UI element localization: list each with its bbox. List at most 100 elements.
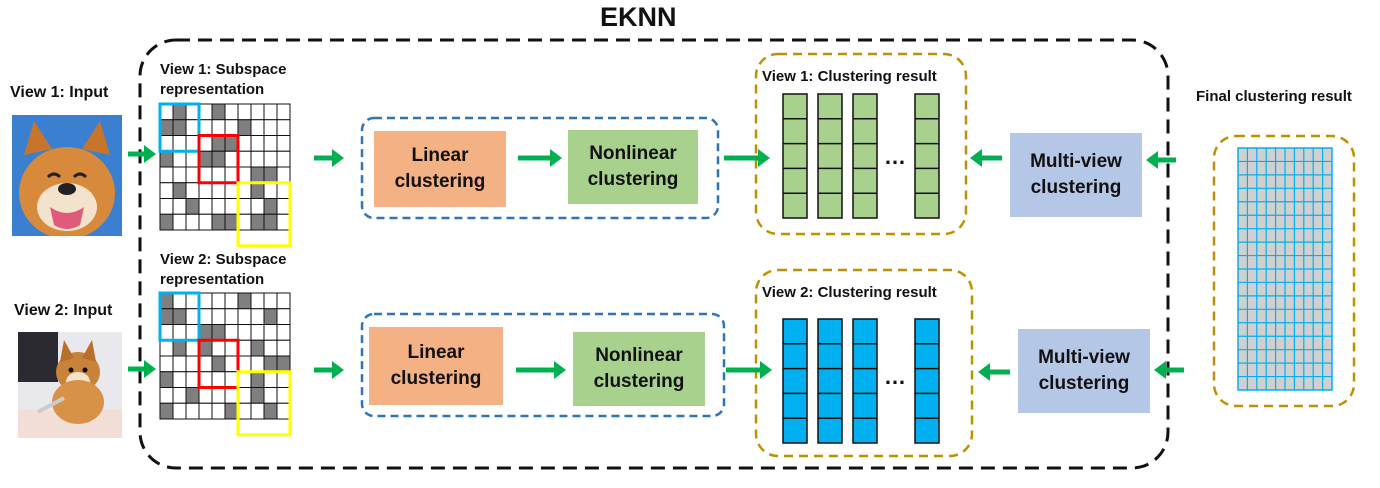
view1-subspace-matrix-cell [276,119,291,136]
view2-subspace-matrix-cell [250,371,265,388]
view1-multiview-clustering-box: Multi-view clustering [1010,133,1142,217]
view2-subspace-matrix-cell [198,371,213,388]
view1-subspace-matrix-cell [263,166,278,184]
view2-subspace-matrix-cell [159,387,174,404]
view1-subspace-matrix-cell [237,198,252,215]
view1-subspace-matrix-cell [159,135,174,152]
view2-subspace-matrix-cell [159,324,174,341]
view1-subspace-matrix-cell [159,150,174,168]
view2-result-frame [754,268,974,458]
view2-input-arrow-head [144,360,156,378]
view1-matrix-arrow-head [332,149,344,167]
view2-subspace-matrix-cell [185,355,200,373]
view2-subspace-matrix-cell [276,324,291,341]
view2-subspace-matrix-cell [185,371,200,388]
view1-subspace-matrix-cell [276,166,291,184]
view1-subspace-matrix-highlight-yellow [236,181,292,248]
view2-subspace-matrix-cell [250,355,265,373]
view2-subspace-matrix-cell [224,339,239,357]
view2-result-arrow-head [760,361,772,379]
view2-subspace-matrix-cell [198,324,213,341]
view1-subspace-matrix-cell [263,135,278,152]
view1-subspace-matrix-cell [198,182,213,199]
view1-subspace-matrix-cell [211,119,226,136]
view1-result-bar [852,93,878,219]
view1-subspace-matrix-cell [276,150,291,168]
view1-result-frame [754,52,968,236]
view1-subspace-matrix-cell [237,103,252,121]
view2-subspace-matrix-cell [172,339,187,357]
view2-final-arrow-head [1154,361,1166,379]
view1-subspace-matrix-cell [263,198,278,215]
view1-subspace-matrix-cell [198,103,213,121]
view2-multiview-arrow-head [978,363,990,381]
view1-ellipsis: … [884,144,906,169]
view2-subspace-matrix-cell [198,387,213,404]
view1-subspace-matrix-cell [172,150,187,168]
view2-subspace-matrix-cell [185,308,200,325]
view1-subspace-matrix-cell [263,150,278,168]
view2-subspace-matrix-cell [224,324,239,341]
view2-subspace-matrix-highlight-red [197,338,240,389]
view2-subspace-matrix-cell [224,308,239,325]
view2-subspace-matrix-cell [198,308,213,325]
view1-subspace-matrix-cell [172,198,187,215]
view1-subspace-matrix-cell [237,150,252,168]
view1-subspace-matrix-cell [159,166,174,184]
view2-subspace-matrix-cell [250,387,265,404]
view2-subspace-matrix-cell [224,387,239,404]
view1-subspace-matrix-cell [250,182,265,199]
view1-final-arrow-head [1146,151,1158,169]
view1-subspace-matrix-cell [250,119,265,136]
view1-multiview-arrow-head [970,149,982,167]
view1-subspace-matrix-highlight-red [197,134,240,185]
view2-subspace-matrix-cell [237,308,252,325]
view2-subspace-matrix-cell [211,402,226,420]
view2-subspace-matrix-cell [263,308,278,325]
view2-subspace-matrix-cell [211,308,226,325]
view2-result-bar [782,318,808,444]
view1-subspace-matrix-cell [185,119,200,136]
view2-nonlinear-clustering-box: Nonlinear clustering [573,332,705,406]
view2-subspace-matrix-cell [263,339,278,357]
view2-subspace-matrix-cell [250,402,265,420]
view1-subspace-matrix-cell [172,166,187,184]
view1-subspace-matrix-cell [185,166,200,184]
view1-subspace-matrix-cell [159,213,174,231]
view1-subspace-matrix-cell [172,213,187,231]
view2-subspace-matrix-cell [211,292,226,310]
view2-multiview-clustering-box: Multi-view clustering [1018,329,1150,413]
view1-subspace-matrix-cell [224,198,239,215]
view1-subspace-matrix-cell [276,103,291,121]
view1-subspace-matrix-cell [211,198,226,215]
view1-subspace-matrix-cell [172,119,187,136]
view2-subspace-matrix-cell [172,308,187,325]
view2-subspace-matrix-cell [172,324,187,341]
view1-subspace-label-line1: View 1: Subspace [160,61,287,78]
view2-subspace-matrix-cell [172,355,187,373]
view1-subspace-matrix-cell [159,198,174,215]
view1-nonlinear-clustering-box: Nonlinear clustering [568,130,698,204]
view2-subspace-matrix-cell [211,324,226,341]
view1-subspace-label-line2: representation [160,81,265,98]
view2-ellipsis: … [884,364,906,389]
view2-subspace-matrix-cell [172,387,187,404]
view2-linear-arrow-head [554,361,566,379]
view2-clustering-result-label: View 2: Clustering result [762,284,937,301]
view2-subspace-matrix-cell [211,355,226,373]
view1-subspace-matrix-cell [211,213,226,231]
view1-subspace-matrix-cell [185,135,200,152]
view1-subspace-matrix-cell [198,213,213,231]
view2-subspace-matrix-cell [263,324,278,341]
view2-subspace-matrix-cell [263,355,278,373]
view2-subspace-matrix-cell [250,339,265,357]
view1-subspace-matrix-highlight-blue [158,102,201,153]
view1-subspace-matrix-cell [159,182,174,199]
view2-subspace-matrix-cell [159,292,174,310]
view1-subspace-matrix-cell [276,213,291,231]
view1-subspace-matrix-cell [276,198,291,215]
view1-subspace-matrix-cell [250,198,265,215]
view1-subspace-matrix-cell [224,166,239,184]
view2-subspace-matrix-cell [224,371,239,388]
